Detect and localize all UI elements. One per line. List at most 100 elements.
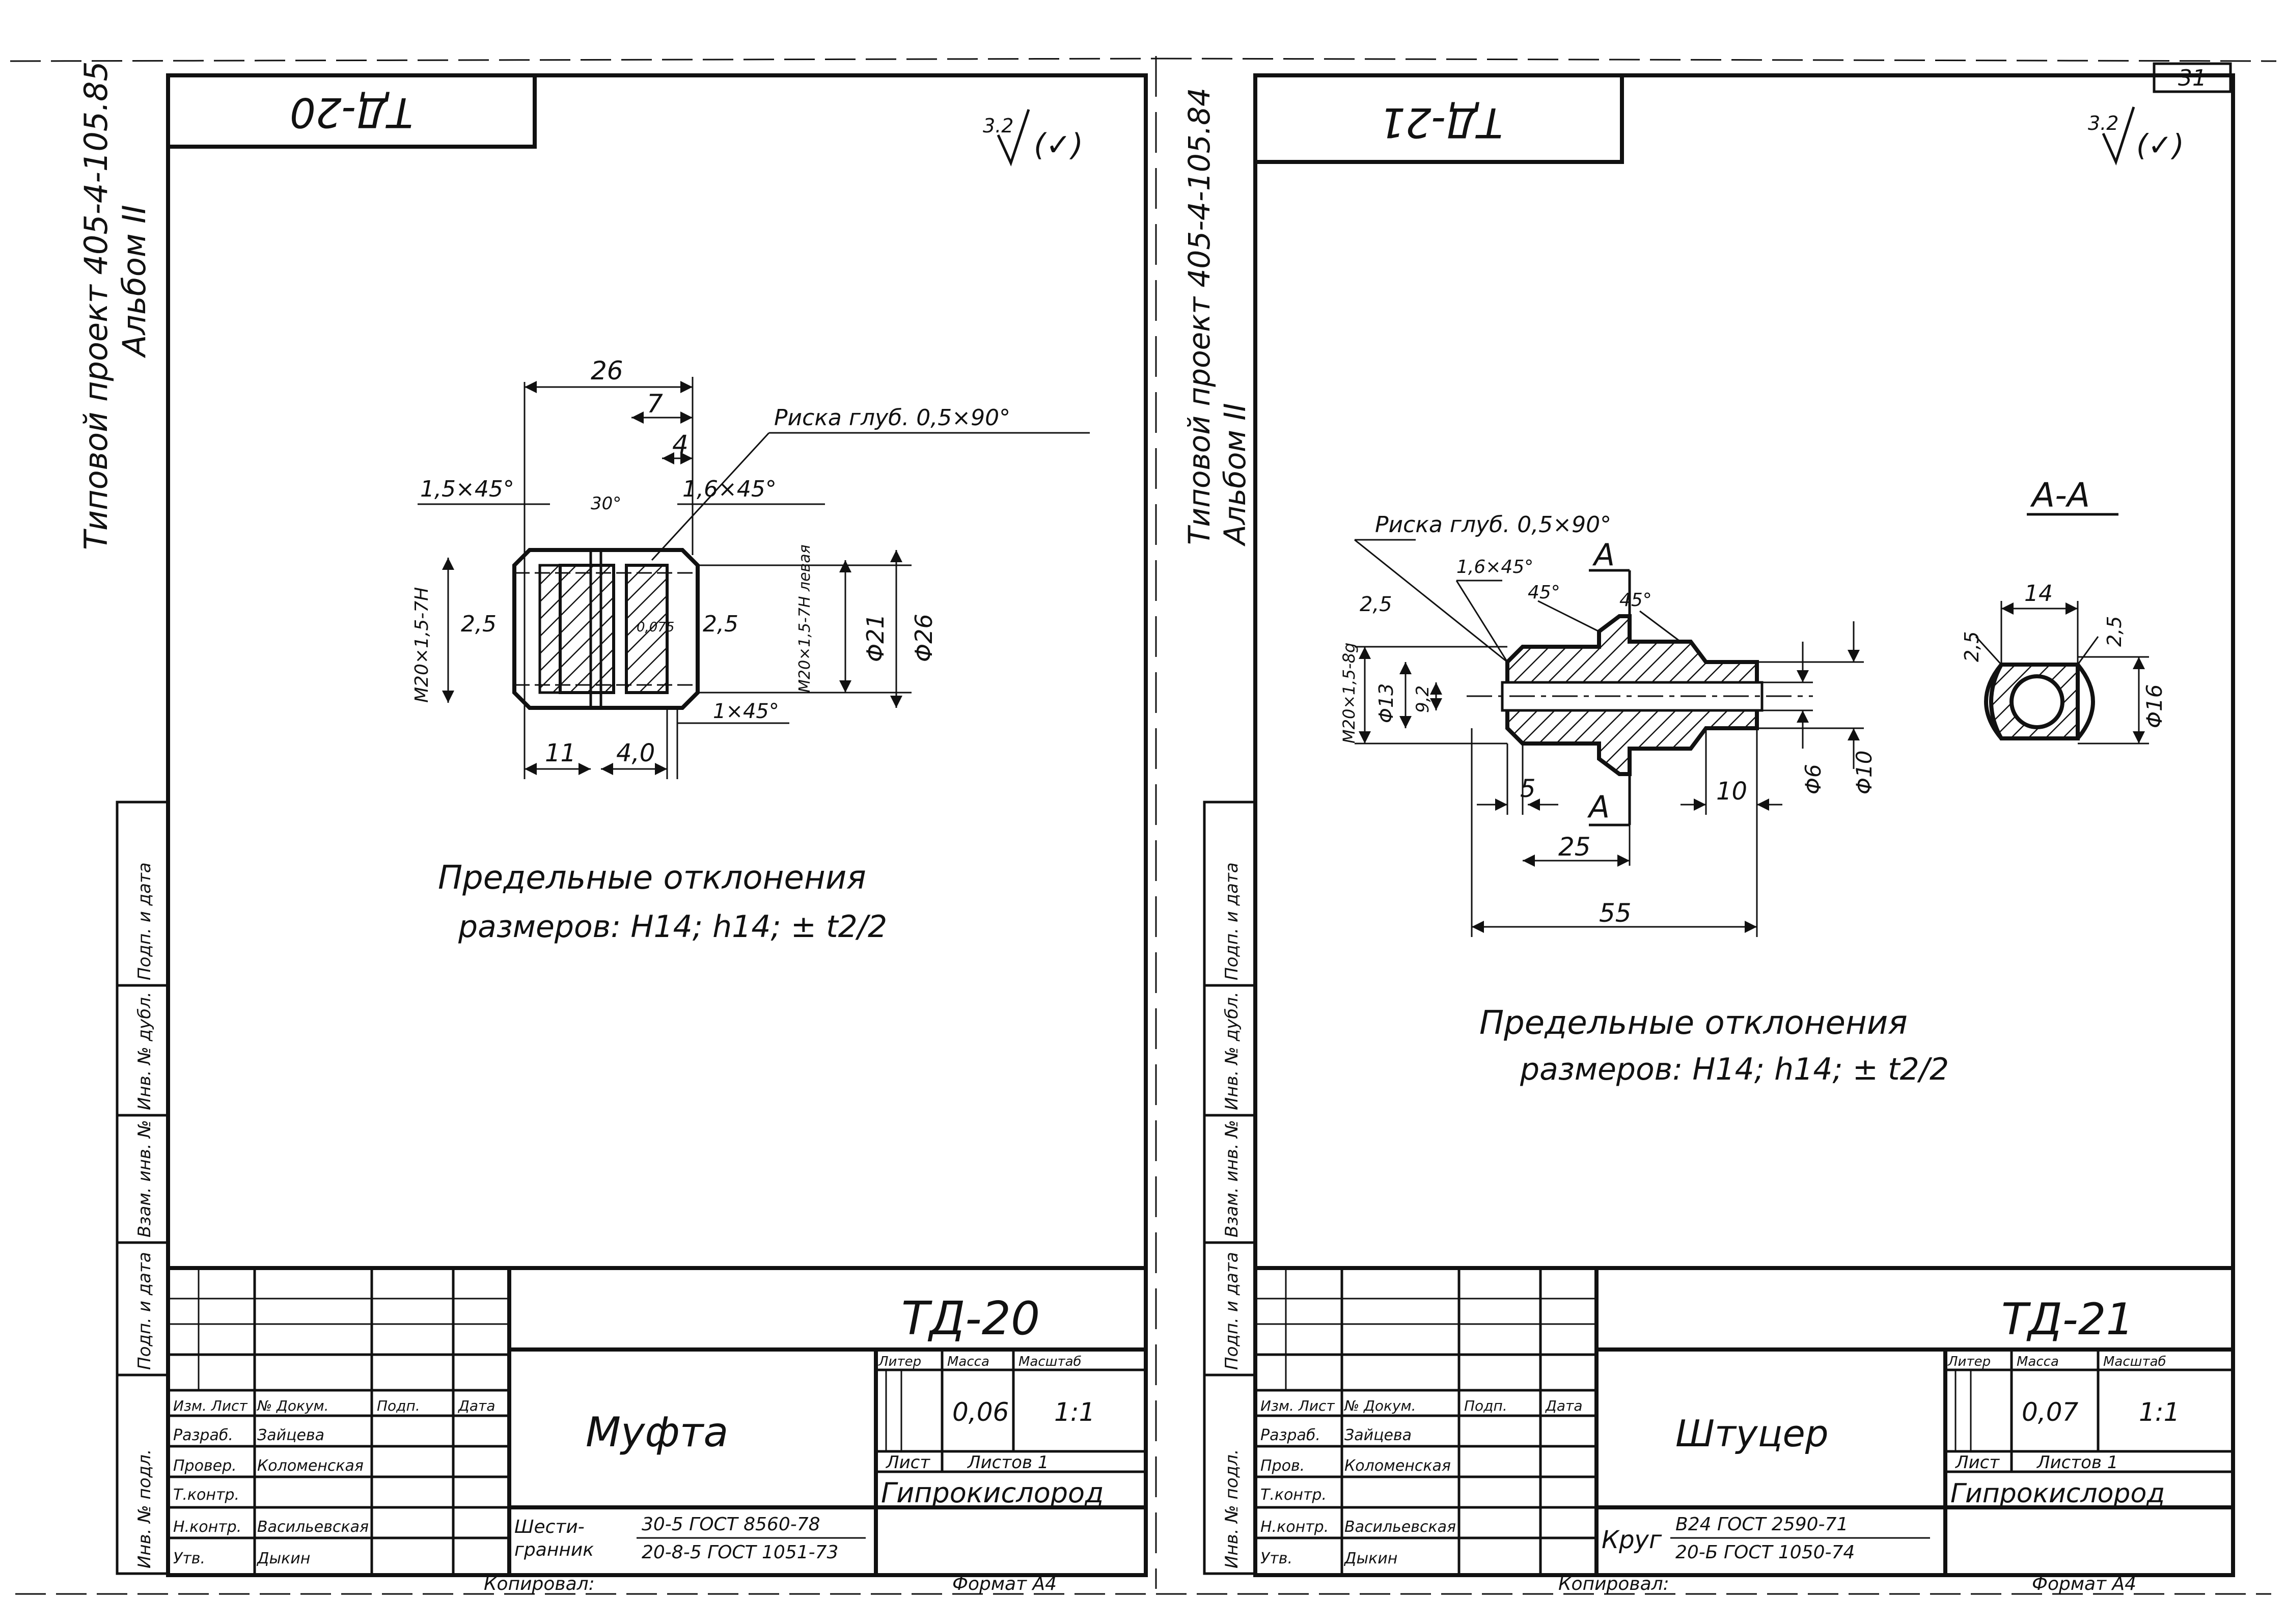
- page-number-box: [2153, 62, 2232, 93]
- right-material-d: 20-Б ГОСТ 1050-74: [1675, 1542, 1855, 1563]
- left-mass: 0,06: [952, 1397, 1009, 1427]
- right-top-tag-box: [1253, 73, 1624, 164]
- right-nkontr-label: Н.контр.: [1260, 1518, 1329, 1536]
- left-material-c: 30-5 ГОСТ 8560-78: [642, 1514, 820, 1535]
- left-roughness-note: (✓): [1034, 127, 1083, 163]
- right-material-c: В24 ГОСТ 2590-71: [1675, 1514, 1848, 1535]
- right-stamp-3: Взам. инв. №: [1222, 1120, 1242, 1237]
- right-sheet: ТД-21 3.2 (✓) Типовой проект 405-4-105.8…: [1182, 73, 2235, 1594]
- left-sheet-header: Лист: [885, 1452, 930, 1473]
- left-chamfer-15: 1,5×45°: [420, 476, 514, 502]
- right-nkontr-name: Васильевская: [1344, 1518, 1456, 1536]
- right-sec-dia-16: Φ16: [2142, 684, 2167, 728]
- left-tkontr-label: Т.контр.: [173, 1486, 239, 1504]
- right-radius: 2,5: [1360, 593, 1392, 616]
- left-angle-30: 30°: [591, 493, 621, 514]
- left-chamfer-1: 1×45°: [713, 700, 779, 723]
- left-razrab-name: Зайцева: [257, 1426, 324, 1444]
- right-dia-10: Φ10: [1852, 750, 1877, 794]
- left-col-izm: Изм. Лист: [173, 1397, 247, 1414]
- left-risk-note: Риска глуб. 0,5×90°: [774, 405, 1010, 431]
- right-stamp-column: [1203, 801, 1257, 1575]
- left-part-drawing: [418, 377, 1090, 779]
- right-col-sign: Подп.: [1464, 1397, 1507, 1414]
- left-nkontr-label: Н.контр.: [173, 1518, 241, 1536]
- left-dim-26: 26: [591, 356, 623, 386]
- right-col-date: Дата: [1545, 1397, 1583, 1414]
- left-prov-label: Провер.: [173, 1457, 237, 1475]
- left-stamp-column: [116, 801, 170, 1575]
- left-thread-left: М20×1,5-7Н: [411, 587, 432, 703]
- left-tolerance-line1: Предельные отклонения: [438, 859, 866, 897]
- right-dia-6: Φ6: [1801, 764, 1826, 794]
- right-dia-13: Φ13: [1375, 683, 1397, 723]
- right-title-block: [1255, 1266, 2233, 1574]
- right-sheet-header: Лист: [1954, 1452, 2000, 1473]
- right-stamp-1: Инв. № подл.: [1222, 1449, 1242, 1568]
- left-top-tag: ТД-20: [290, 89, 413, 136]
- right-dim-92: 9,2: [1413, 685, 1433, 713]
- right-risk-note: Риска глуб. 0,5×90°: [1375, 512, 1611, 538]
- left-dim-4: 4: [672, 430, 688, 459]
- right-material-a: Круг: [1602, 1526, 1662, 1554]
- left-nkontr-name: Васильевская: [257, 1518, 369, 1536]
- left-material-d: 20-8-5 ГОСТ 1051-73: [642, 1542, 838, 1563]
- right-dim-25: 25: [1558, 832, 1591, 862]
- right-thread: М20×1,5-8g: [1339, 643, 1359, 744]
- right-section-view: [1975, 513, 2149, 745]
- left-dia-21: Φ21: [862, 614, 889, 662]
- page-border-top-right: [1161, 58, 2277, 62]
- left-col-doc: № Докум.: [256, 1397, 329, 1414]
- left-radius-a: 2,5: [461, 611, 497, 637]
- left-thread-right: М20×1,5-7Н левая: [796, 544, 814, 693]
- left-utv-label: Утв.: [173, 1550, 205, 1567]
- left-prov-name: Коломенская: [257, 1457, 364, 1475]
- left-stamp-4: Инв. № дубл.: [134, 992, 155, 1110]
- left-utv-name: Дыкин: [256, 1550, 310, 1567]
- right-section-a2: А: [1587, 789, 1610, 825]
- left-lit-header: Литер: [878, 1354, 921, 1369]
- right-sheets-header: Листов 1: [2036, 1452, 2118, 1473]
- left-part-name: Муфта: [586, 1409, 728, 1456]
- left-radius-b: 2,5: [703, 611, 738, 637]
- right-sec-dim-25b: 2,5: [2103, 616, 2126, 647]
- page-border-top-left: [10, 58, 1162, 62]
- left-org: Гипрокислород: [881, 1477, 1104, 1509]
- right-angle-45a: 45°: [1528, 582, 1560, 603]
- right-utv-label: Утв.: [1260, 1550, 1292, 1567]
- right-utv-name: Дыкин: [1343, 1550, 1397, 1567]
- left-copy: Копировал:: [484, 1574, 595, 1594]
- right-prov-name: Коломенская: [1344, 1457, 1451, 1475]
- right-part-name: Штуцер: [1675, 1412, 1829, 1455]
- right-sec-dim-25a: 2,5: [1961, 631, 1983, 662]
- right-angle-45b: 45°: [1619, 590, 1652, 611]
- right-copy: Копировал:: [1558, 1574, 1669, 1594]
- right-lit-header: Литер: [1947, 1354, 1991, 1369]
- right-side-text-1: Типовой проект 405-4-105.84: [1182, 88, 1217, 545]
- left-side-text-2: Альбом II: [116, 205, 153, 359]
- right-roughness-value: 3.2: [2088, 112, 2118, 134]
- right-roughness-note: (✓): [2136, 128, 2184, 162]
- left-roughness-icon: [997, 109, 1030, 167]
- right-side-text-2: Альбом II: [1218, 403, 1252, 547]
- left-stamp-1: Инв. № подл.: [134, 1449, 155, 1568]
- left-scale: 1:1: [1054, 1397, 1095, 1427]
- left-col-date: Дата: [457, 1397, 495, 1414]
- left-dia-26: Φ26: [910, 614, 938, 662]
- left-dim-40: 4,0: [616, 739, 655, 767]
- right-mass-header: Масса: [2017, 1354, 2059, 1369]
- right-stamp-5: Подп. и дата: [1222, 862, 1242, 980]
- right-section-title: А-А: [2030, 476, 2090, 515]
- left-dim-7: 7: [647, 389, 663, 419]
- left-scale-header: Масштаб: [1018, 1354, 1082, 1369]
- left-mass-header: Масса: [947, 1354, 989, 1369]
- right-prov-label: Пров.: [1260, 1457, 1305, 1475]
- left-designation: ТД-20: [901, 1292, 1040, 1345]
- left-sheet: ТД-20 3.2 (✓) Типовой проект 405-4-105.8…: [77, 61, 1148, 1594]
- right-razrab-name: Зайцева: [1344, 1426, 1412, 1444]
- right-chamfer-16: 1,6×45°: [1456, 557, 1533, 577]
- right-dim-10: 10: [1716, 777, 1747, 806]
- left-title-block: [168, 1266, 1146, 1574]
- right-tolerance-line2: размеров: Н14; h14; ± t2/2: [1520, 1052, 1949, 1087]
- left-side-text-1: Типовой проект 405-4-105.85: [77, 61, 115, 550]
